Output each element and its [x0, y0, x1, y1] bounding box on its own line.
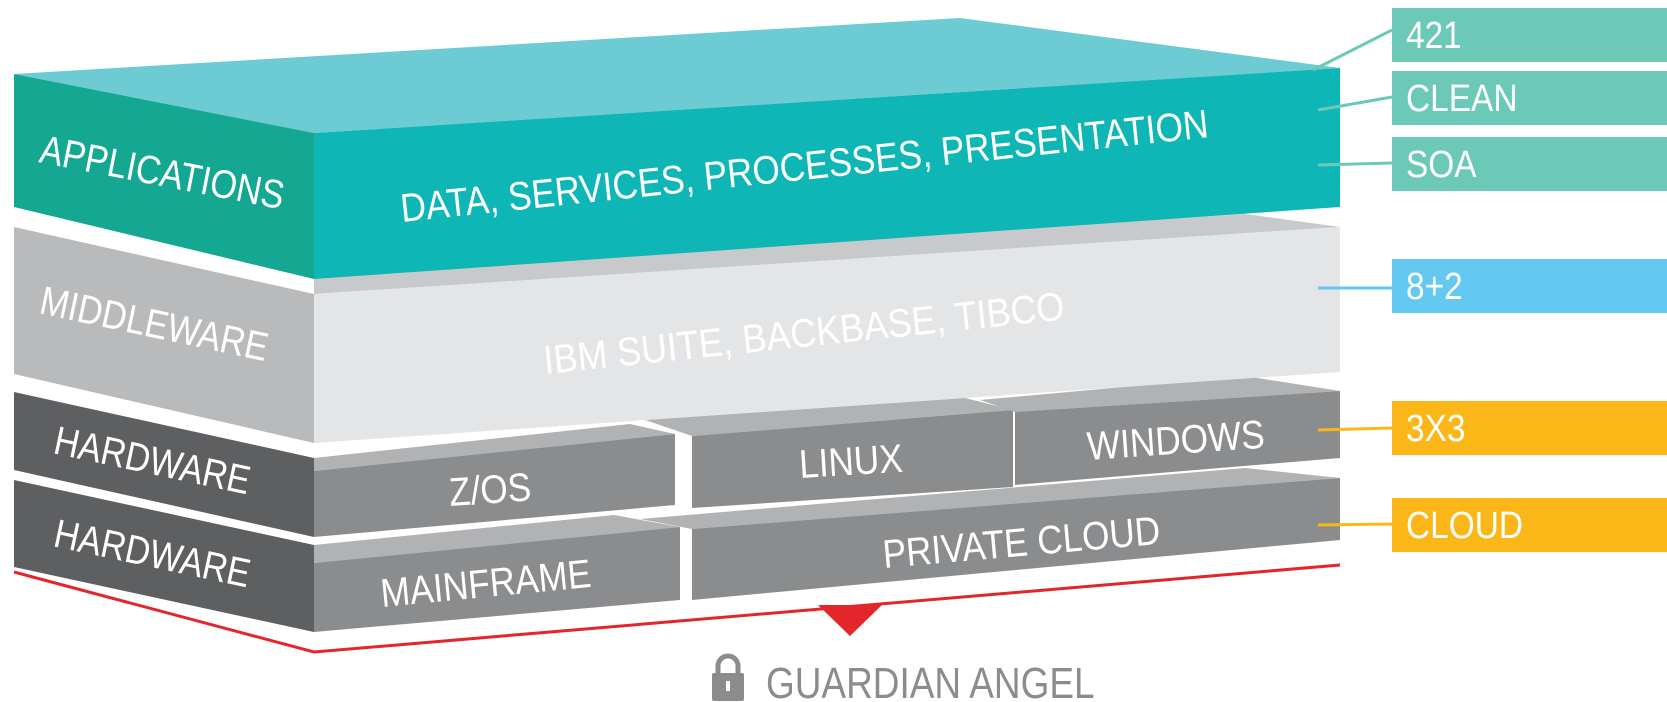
windows-block-top	[980, 376, 1340, 412]
hardware-infra-side	[14, 480, 314, 632]
connector-clean	[1317, 95, 1393, 112]
linux-block-label: LINUX	[798, 436, 904, 487]
tag-clean-label: CLEAN	[1406, 77, 1517, 119]
mainframe-block-front	[314, 527, 680, 632]
tag-soa-box	[1392, 137, 1667, 191]
connector-cloud	[1317, 522, 1393, 527]
connector-lines	[1312, 28, 1393, 527]
tag-8-2-box	[1392, 259, 1667, 313]
guardian-red-line	[13, 563, 1341, 654]
guardian-base	[13, 563, 1341, 654]
private-cloud-block-front	[692, 478, 1340, 600]
linux-block-front	[692, 410, 1013, 508]
tag-421-label: 421	[1406, 14, 1462, 56]
guardian-angel-footer: GUARDIAN ANGEL	[712, 653, 1095, 702]
connector-soa	[1317, 161, 1393, 167]
tag-soa-label: SOA	[1406, 143, 1477, 185]
applications-side	[14, 74, 314, 279]
middleware-layer: MIDDLEWARE IBM SUITE, BACKBASE, TIBCO	[14, 214, 1340, 443]
tag-cloud-label: CLOUD	[1406, 504, 1523, 546]
zos-block-top	[314, 424, 675, 471]
linux-block-top	[645, 398, 1013, 436]
tag-3x3-box	[1392, 401, 1667, 455]
middleware-top	[314, 214, 1340, 294]
middleware-side	[14, 227, 314, 443]
lock-icon	[712, 653, 744, 701]
hardware-os-layer: HARDWARE Z/OS LINUX WINDOWS	[14, 376, 1340, 537]
tag-boxes: 421 CLEAN SOA 8+2 3X3 CLOUD	[1392, 8, 1667, 552]
private-cloud-block-top	[640, 468, 1340, 529]
tag-clean-box	[1392, 71, 1667, 125]
hardware-os-side	[14, 392, 314, 537]
middleware-front	[314, 227, 1340, 443]
tag-421-box	[1392, 8, 1667, 62]
hardware-infra-layer: HARDWARE MAINFRAME PRIVATE CLOUD	[14, 468, 1340, 632]
tag-8-2-label: 8+2	[1406, 265, 1463, 307]
windows-block-front	[1015, 391, 1340, 485]
mainframe-block-top	[314, 515, 680, 563]
applications-front	[314, 68, 1340, 279]
connector-421	[1312, 28, 1393, 72]
applications-layer: APPLICATIONS DATA, SERVICES, PROCESSES, …	[14, 18, 1340, 279]
tag-cloud-box	[1392, 498, 1667, 552]
connector-3x3	[1317, 426, 1393, 432]
guardian-red-notch	[818, 605, 882, 636]
guardian-angel-label: GUARDIAN ANGEL	[766, 658, 1095, 702]
applications-top	[14, 18, 1340, 133]
zos-block-label: Z/OS	[447, 464, 532, 514]
tag-3x3-label: 3X3	[1406, 407, 1465, 449]
zos-block-front	[314, 434, 675, 537]
